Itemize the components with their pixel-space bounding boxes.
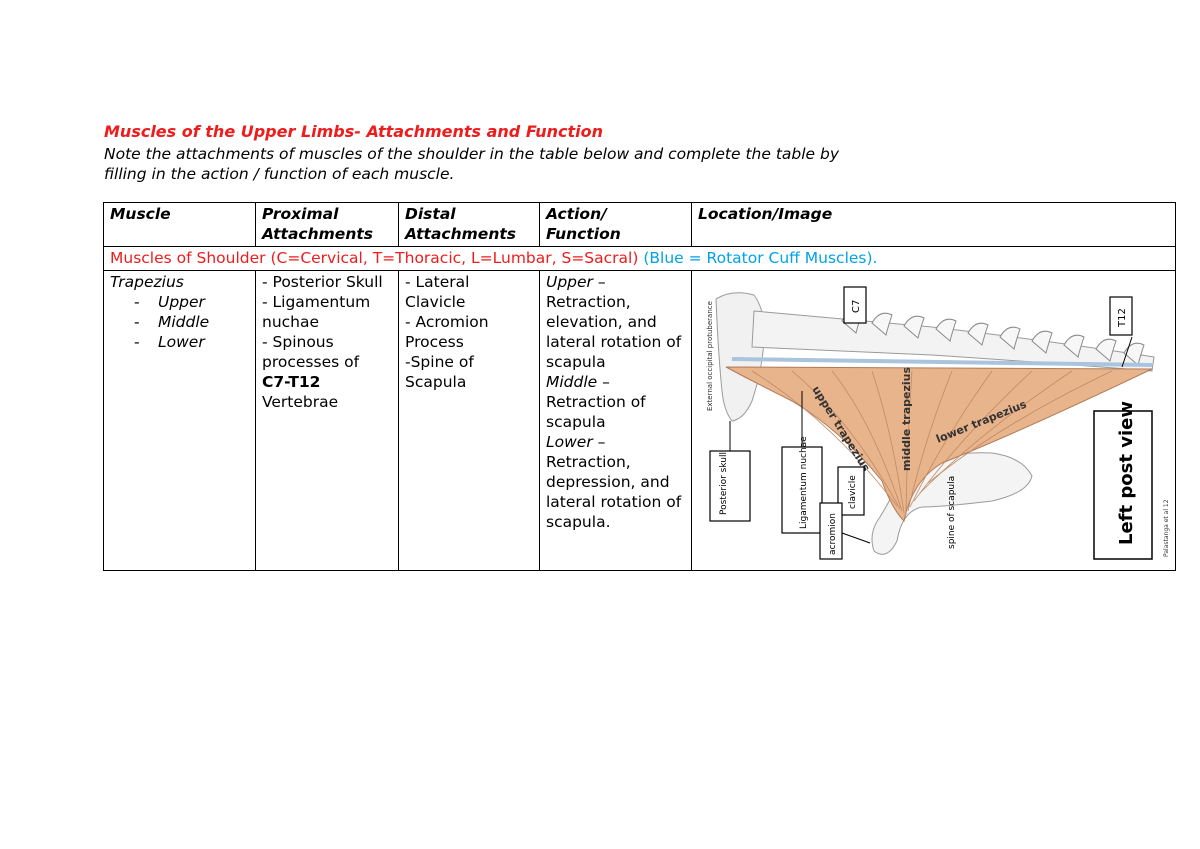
t12-label: T12 — [1117, 308, 1128, 328]
proximal-cell: - Posterior Skull - Ligamentum nuchae - … — [255, 270, 399, 571]
action-upper-label: Upper — [546, 273, 593, 291]
action-lower-text: – Retraction, depression, and lateral ro… — [546, 433, 682, 531]
ligamentum-nuchae-line — [731, 357, 1153, 367]
view-label: Left post view — [1116, 401, 1137, 545]
section-heading: Muscles of Shoulder (C=Cervical, T=Thora… — [103, 246, 1176, 271]
action-lower: Lower – Retraction, depression, and late… — [546, 432, 685, 532]
distal-cell: - Lateral Clavicle - Acromion Process -S… — [398, 270, 540, 571]
ligamentum-nuchae-label: Ligamentum nuchae — [799, 436, 809, 529]
c7-box — [843, 286, 867, 324]
external-occipital-label: External occipital protuberance — [706, 301, 714, 411]
page-title: Muscles of the Upper Limbs- Attachments … — [104, 122, 604, 141]
view-box — [1093, 410, 1153, 560]
acromion-pointer — [841, 532, 871, 544]
list-item: Lower — [134, 332, 249, 352]
skull-bone — [715, 292, 765, 422]
list-item: Middle — [134, 312, 249, 332]
intro-text: Note the attachments of muscles of the s… — [104, 145, 840, 183]
action-upper-text: – Retraction, elevation, and lateral rot… — [546, 273, 682, 371]
posterior-skull-box — [709, 450, 751, 522]
action-middle: Middle – Retraction of scapula — [546, 372, 685, 432]
action-upper: Upper – Retraction, elevation, and later… — [546, 272, 685, 372]
distal-line: - Acromion Process — [405, 313, 489, 351]
c7-label: C7 — [851, 300, 862, 313]
muscle-name: Trapezius — [110, 273, 184, 291]
list-item: Upper — [134, 292, 249, 312]
trapezius-diagram: upper trapezius middle trapezius lower t… — [706, 286, 1170, 560]
distal-line: - Lateral Clavicle — [405, 273, 470, 311]
header-action: Action/ Function — [539, 202, 692, 247]
muscle-fibers — [751, 370, 1113, 516]
muscle-cell: Trapezius Upper Middle Lower — [103, 270, 256, 571]
spine-of-scapula-label: spine of scapula — [947, 476, 957, 549]
table-row: Trapezius Upper Middle Lower - Posterior… — [103, 270, 1176, 571]
proximal-line: - Posterior Skull — [262, 273, 383, 291]
section-row: Muscles of Shoulder (C=Cervical, T=Thora… — [103, 246, 1176, 271]
header-muscle: Muscle — [103, 202, 256, 247]
ligamentum-nuchae-box — [781, 446, 823, 534]
rotator-cuff-note: (Blue = Rotator Cuff Muscles). — [643, 249, 878, 267]
acromion-box — [819, 502, 843, 560]
clavicle-label: clavicle — [848, 475, 858, 509]
section-title: Muscles of Shoulder (C=Cervical, T=Thora… — [110, 249, 639, 267]
posterior-skull-label: Posterior skull — [719, 452, 729, 515]
distal-line: -Spine of Scapula — [405, 353, 474, 391]
header-distal: Distal Attachments — [398, 202, 540, 247]
muscle-parts-list: Upper Middle Lower — [110, 292, 249, 352]
vertebrae-range: C7-T12 — [262, 373, 321, 391]
t12-pointer — [1121, 336, 1133, 368]
location-image-cell: upper trapezius middle trapezius lower t… — [691, 270, 1176, 571]
middle-trapezius-label: middle trapezius — [900, 367, 913, 471]
action-cell: Upper – Retraction, elevation, and later… — [539, 270, 692, 571]
proximal-line: Vertebrae — [262, 393, 339, 411]
action-middle-label: Middle — [546, 373, 598, 391]
t12-box — [1109, 296, 1133, 336]
header-row: Muscle Proximal Attachments Distal Attac… — [103, 202, 1176, 247]
muscle-table: Muscle Proximal Attachments Distal Attac… — [103, 202, 1176, 571]
proximal-line: - Ligamentum nuchae — [262, 293, 371, 331]
credit-label: Palastanga et al 12 — [1163, 499, 1170, 557]
proximal-line: - Spinous processes of — [262, 333, 360, 371]
acromion-label: acromion — [828, 513, 838, 555]
header-proximal: Proximal Attachments — [255, 202, 399, 247]
action-middle-text: – Retraction of scapula — [546, 373, 646, 431]
trapezius-muscle — [725, 366, 1153, 523]
action-lower-label: Lower — [546, 433, 593, 451]
header-location: Location/Image — [691, 202, 1176, 247]
